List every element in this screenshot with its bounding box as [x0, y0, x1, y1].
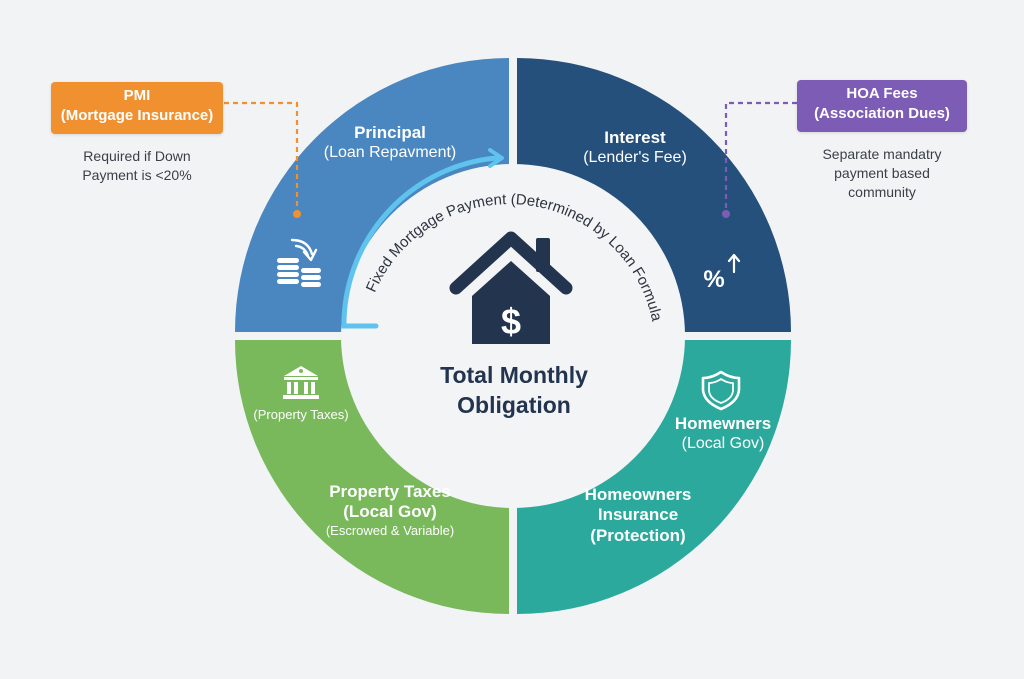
principal-title: Principal: [354, 123, 426, 142]
shield-icon: [701, 370, 741, 411]
hoa-callout: HOA Fees (Association Dues): [797, 80, 967, 132]
svg-text:$: $: [501, 301, 521, 342]
arc-arrow-icon: [341, 148, 504, 329]
hoa-title: HOA Fees: [846, 85, 918, 102]
pmi-title: PMI: [123, 87, 151, 104]
interest-label: Interest (Lender's Fee): [545, 128, 725, 168]
property-taxes-note: (Escrowed & Variable): [325, 522, 455, 538]
pmi-callout: PMI (Mortgage Insurance): [51, 82, 223, 134]
insurance-label: Homeowners Insurance (Protection): [558, 485, 718, 546]
hoa-subtitle: (Association Dues): [814, 105, 950, 123]
pmi-subtitle: (Mortgage Insurance): [60, 107, 214, 125]
center-title: Total Monthly Obligation: [440, 362, 588, 418]
property-taxes-label: Property Taxes (Local Gov) (Escrowed & V…: [300, 482, 480, 538]
insurance-title-line1: Homeowners: [584, 485, 692, 504]
principal-subtitle: (Loan Repavment): [323, 144, 457, 162]
coins-arrow-icon: [277, 238, 321, 287]
property-taxes-subtitle: (Local Gov): [343, 502, 437, 522]
insurance-title-line2: Insurance: [597, 505, 679, 525]
pmi-connector: [224, 101, 301, 218]
pmi-description: Required if Down Payment is <20%: [82, 148, 192, 183]
insurance-subtitle: (Protection): [590, 525, 686, 545]
hoa-description: Separate mandatry payment based communit…: [822, 146, 942, 200]
svg-text:%: %: [703, 266, 724, 293]
property-taxes-icon-label: (Property Taxes): [253, 407, 349, 422]
percent-up-icon: %: [703, 253, 741, 293]
interest-title: Interest: [604, 128, 666, 147]
house-dollar-icon: $: [449, 231, 573, 344]
interest-subtitle: (Lender's Fee): [583, 149, 687, 167]
hoa-connector: [722, 101, 797, 218]
property-taxes-title: Property Taxes: [329, 482, 451, 501]
principal-label: Principal (Loan Repavment): [300, 123, 480, 163]
bank-building-icon: [283, 366, 319, 399]
insurance-icon-label: Homewners (Local Gov): [674, 414, 772, 453]
